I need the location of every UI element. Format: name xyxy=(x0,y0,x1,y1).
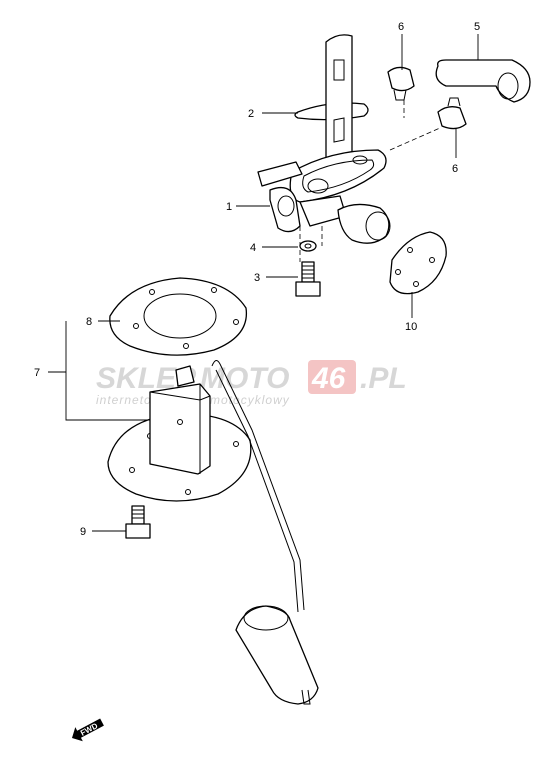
fwd-direction-badge: FWD xyxy=(72,718,104,742)
callout-6-lower: 6 xyxy=(452,163,458,175)
part-7-fuel-level-gauge xyxy=(107,360,319,705)
part-6-clip-lower xyxy=(437,97,467,130)
callout-8: 8 xyxy=(86,316,92,328)
watermark-part4: .PL xyxy=(360,362,407,395)
callout-2: 2 xyxy=(248,108,254,120)
part-6-clip-upper xyxy=(387,66,415,101)
callout-5: 5 xyxy=(474,21,480,33)
part-4-washer xyxy=(299,240,317,252)
callout-7: 7 xyxy=(34,367,40,379)
part-3-bolt xyxy=(295,261,321,297)
watermark: SKLEP MOTO 46 .PL internetowy sklep moto… xyxy=(96,360,407,407)
callout-10: 10 xyxy=(405,321,417,333)
callout-9: 9 xyxy=(80,526,86,538)
part-8-gasket-ring xyxy=(109,277,248,356)
callout-4: 4 xyxy=(250,242,256,254)
part-10-plate xyxy=(389,231,447,295)
callout-6-upper: 6 xyxy=(398,21,404,33)
part-1-fuel-cock xyxy=(257,34,391,244)
watermark-part2: MOTO xyxy=(200,362,289,395)
part-9-bolt xyxy=(125,505,151,539)
watermark-badge xyxy=(308,360,356,394)
fwd-arrow-icon xyxy=(72,718,104,742)
leader-lines xyxy=(48,34,479,532)
callout-1: 1 xyxy=(226,201,232,213)
part-5-hose xyxy=(435,59,531,103)
watermark-part3: 46 xyxy=(311,362,346,395)
callouts: 1 2 3 4 5 6 6 7 8 9 10 xyxy=(34,21,480,538)
callout-3: 3 xyxy=(254,272,260,284)
